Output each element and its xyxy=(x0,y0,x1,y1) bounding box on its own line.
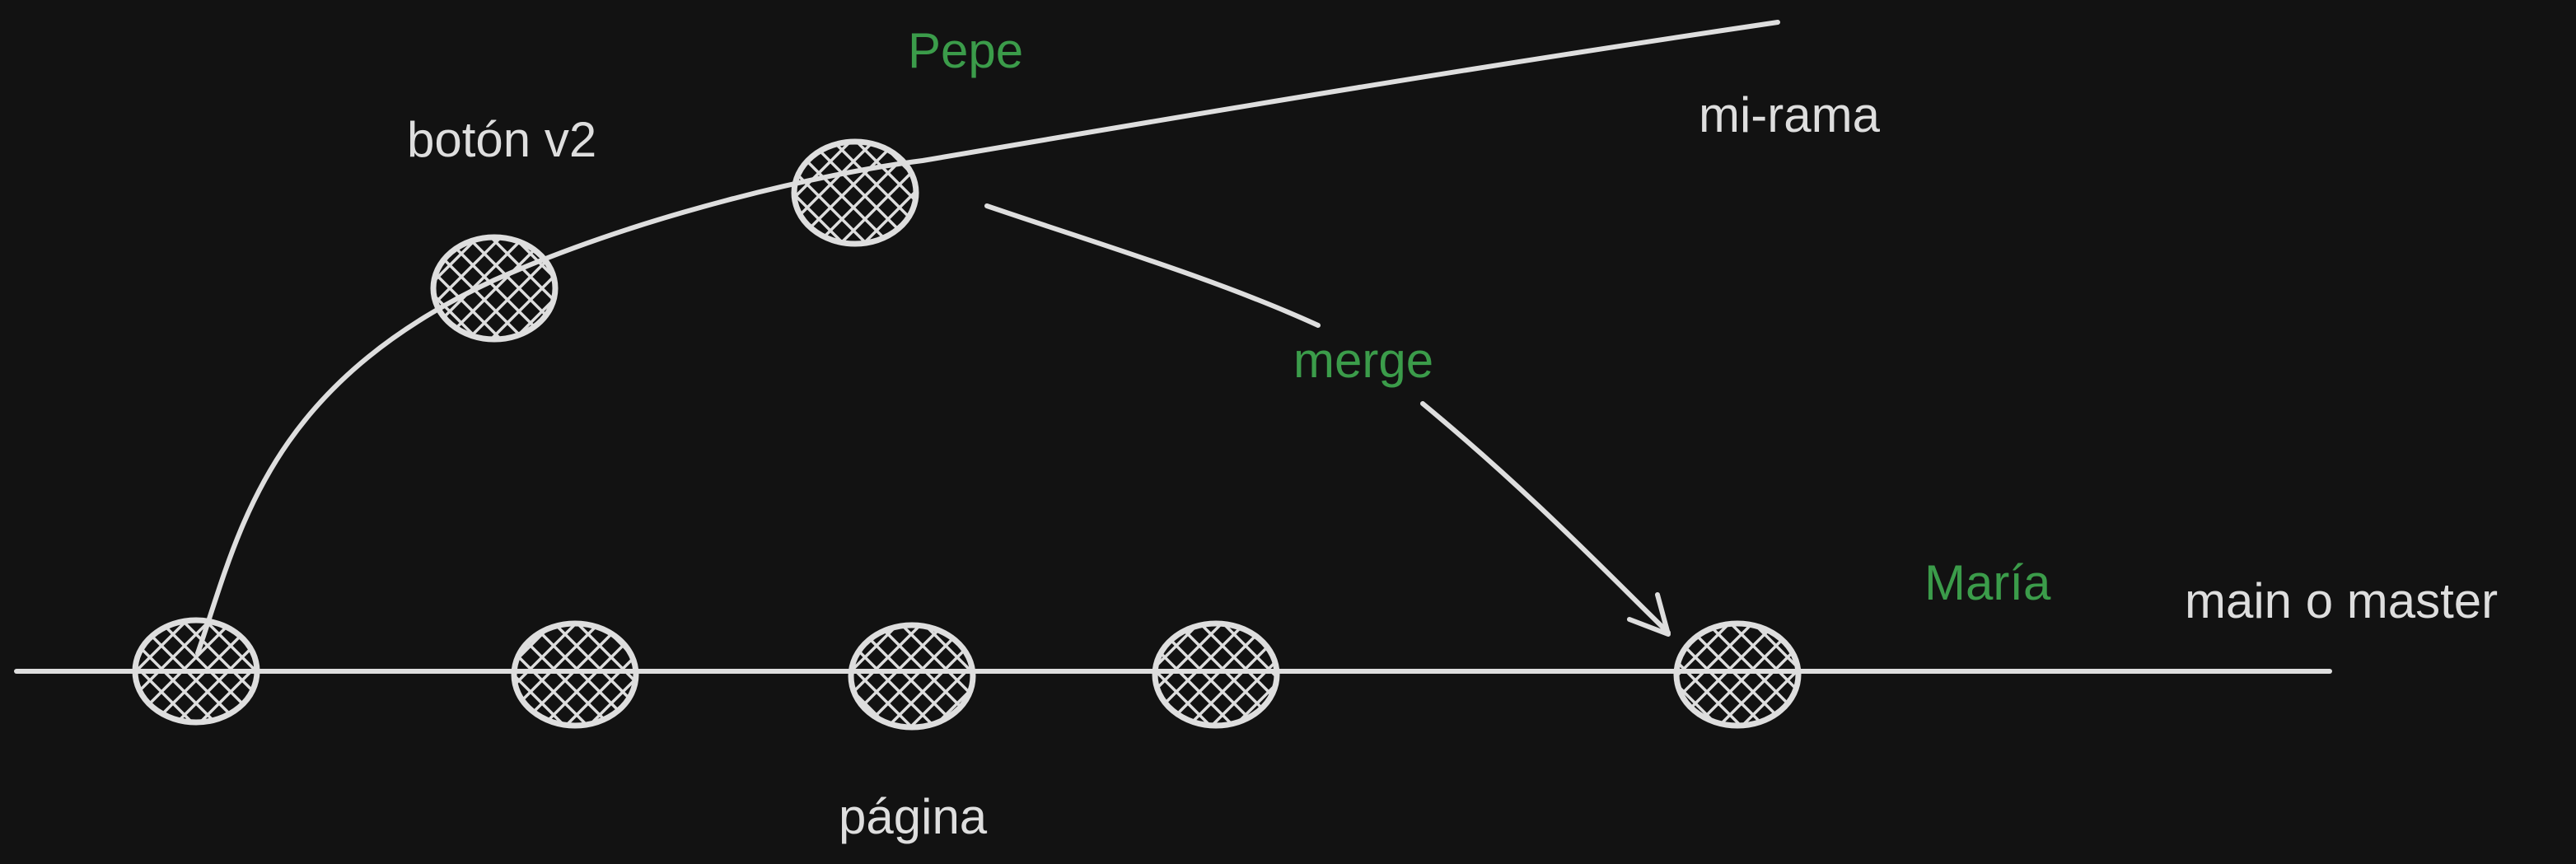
merge-arrow-line-lower xyxy=(1420,401,1671,635)
author-label-maria: María xyxy=(1924,555,2051,610)
commit-label-pagina: página xyxy=(839,789,988,844)
commit-node-main-4 xyxy=(1152,620,1280,729)
merge-label: merge xyxy=(1293,333,1433,388)
branch-label-main: main o master xyxy=(2185,573,2498,628)
author-label-pepe: Pepe xyxy=(908,23,1023,78)
commit-node-boton-v2 xyxy=(430,234,559,343)
commit-node-merge xyxy=(1673,620,1802,729)
commit-label-boton-v2: botón v2 xyxy=(407,112,596,167)
commit-node-main-1 xyxy=(132,617,260,726)
merge-arrowhead-icon xyxy=(1627,592,1671,637)
commit-node-pepe xyxy=(791,138,919,247)
branch-label-mi-rama: mi-rama xyxy=(1699,87,1881,142)
feature-branch-line xyxy=(195,20,1780,656)
merge-arrow-line xyxy=(984,203,1321,328)
commit-node-main-3 xyxy=(848,622,976,731)
commit-node-main-2 xyxy=(511,620,639,729)
